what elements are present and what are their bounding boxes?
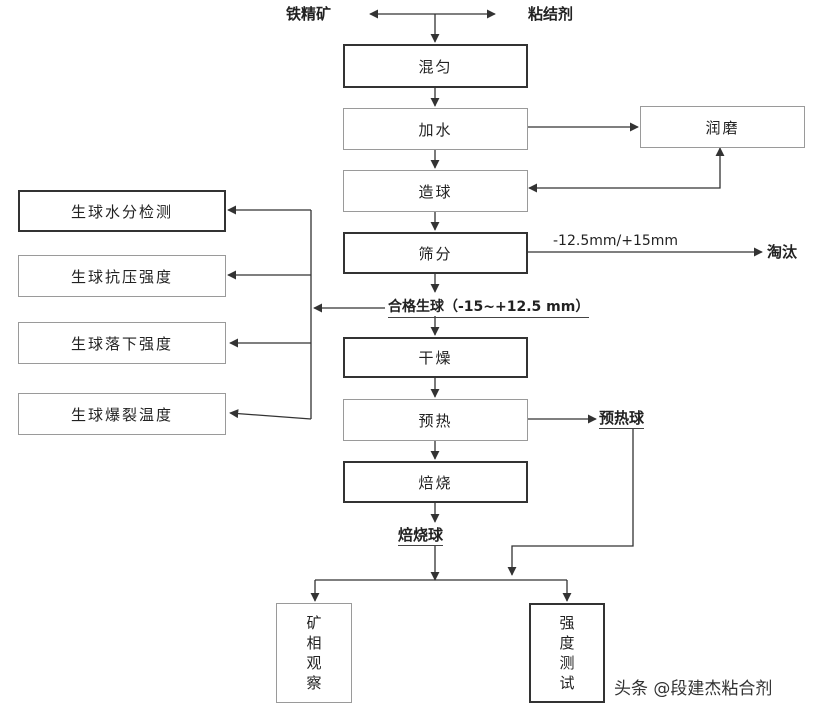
output-char: 矿 [306, 614, 322, 632]
balling-box: 造球 [343, 170, 528, 212]
output-char: 观 [306, 654, 322, 672]
burst-temperature-box: 生球爆裂温度 [18, 393, 226, 435]
reject-label: 淘汰 [767, 243, 798, 261]
output-char: 度 [559, 634, 575, 652]
preheating-box: 预热 [343, 399, 528, 441]
output-char: 试 [559, 674, 575, 692]
roasted-ball-label: 焙烧球 [398, 526, 444, 546]
output-char: 相 [306, 634, 322, 652]
add-water-box: 加水 [343, 108, 528, 150]
compression-strength-box: 生球抗压强度 [18, 255, 226, 297]
moisture-test-box: 生球水分检测 [18, 190, 226, 232]
output-char: 察 [306, 674, 322, 692]
drop-strength-box: 生球落下强度 [18, 322, 226, 364]
roasting-box: 焙烧 [343, 461, 528, 503]
grinding-box: 润磨 [640, 106, 805, 148]
screening-box: 筛分 [343, 232, 528, 274]
output-char: 强 [559, 614, 575, 632]
strength-test-box: 强 度 测 试 [529, 603, 605, 703]
preheated-ball-label: 预热球 [599, 409, 645, 429]
input-binder-label: 粘结剂 [528, 5, 574, 23]
mineral-phase-observation-box: 矿 相 观 察 [276, 603, 352, 703]
size-spec-label: -12.5mm/+15mm [553, 233, 679, 249]
watermark-text: 头条 @段建杰粘合剂 [614, 679, 773, 699]
drying-box: 干燥 [343, 337, 528, 378]
output-char: 测 [559, 654, 575, 672]
qualified-green-ball-label: 合格生球（-15~+12.5 mm） [388, 298, 590, 318]
mix-box: 混匀 [343, 44, 528, 88]
input-iron-concentrate-label: 铁精矿 [286, 5, 332, 23]
